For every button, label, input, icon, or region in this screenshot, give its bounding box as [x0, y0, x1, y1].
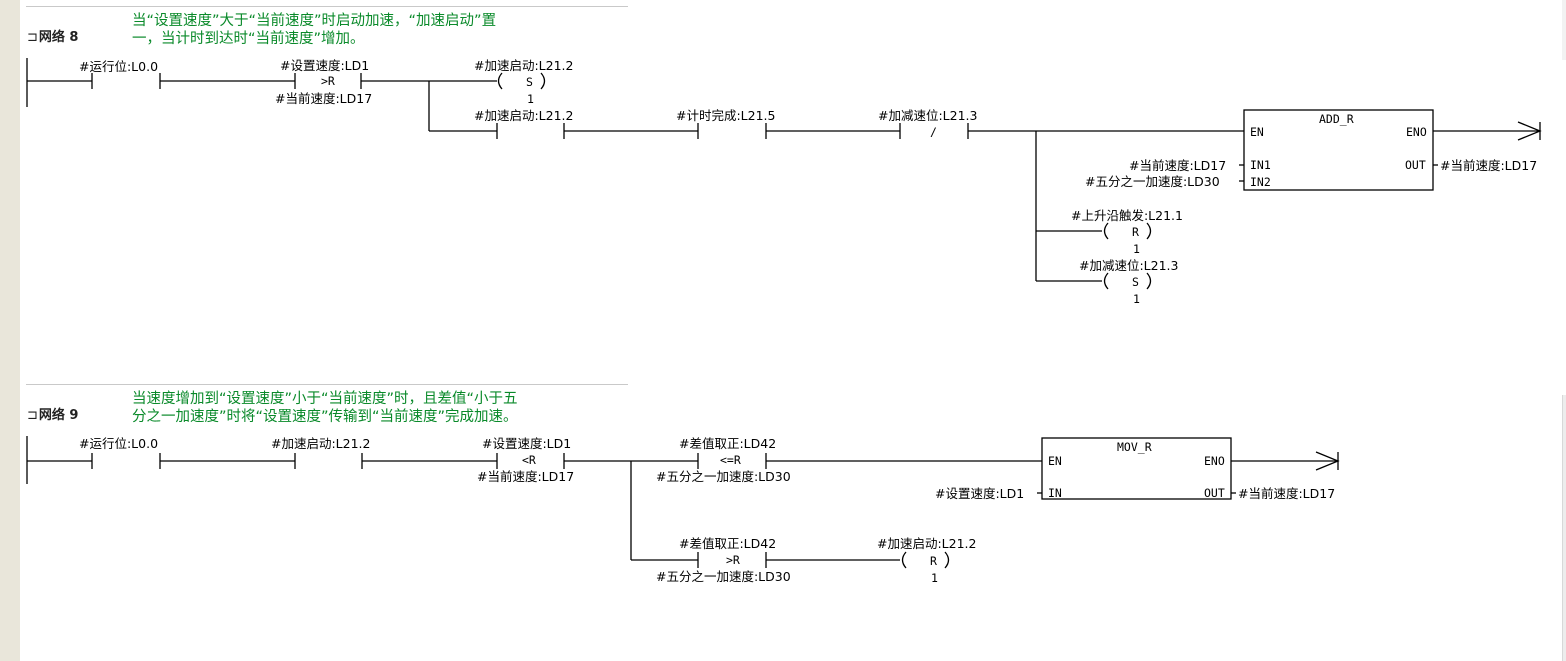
compare-bottom-operand: #五分之一加速度:LD30	[656, 469, 791, 484]
network-8-comment-line-2: 一，当计时到达时“当前速度”增加。	[132, 31, 365, 47]
compare-set-gt-current[interactable]: #设置速度:LD1 >R #当前速度:LD17	[275, 58, 372, 106]
compare-diff-gt-fifth-accel[interactable]: #差值取正:LD42 >R #五分之一加速度:LD30	[656, 536, 791, 584]
compare-bottom-operand: #当前速度:LD17	[477, 469, 574, 484]
mov-in-operand: #设置速度:LD1	[935, 486, 1024, 501]
coil-label: #加速启动:L21.2	[877, 536, 976, 551]
network-9-title[interactable]: ⊐网络 9	[27, 404, 78, 423]
coil-label: #加减速位:L21.3	[1079, 258, 1178, 273]
compare-operator: >R	[321, 74, 335, 88]
network-9-title-text: 网络 9	[38, 408, 79, 423]
compare-operator: <=R	[720, 453, 741, 467]
mov-r-block[interactable]: MOV_R EN ENO IN OUT	[1041, 437, 1232, 500]
contact-run-bit[interactable]: #运行位:L0.0	[79, 59, 161, 89]
add-r-block[interactable]: ADD_R EN ENO IN1 IN2 OUT	[1243, 109, 1434, 191]
coil-count: 1	[931, 571, 938, 585]
contact-negate-mark: /	[930, 125, 937, 139]
block-out: OUT	[1405, 158, 1426, 172]
contact-run-bit[interactable]: #运行位:L0.0	[79, 436, 161, 469]
contact-timer-done[interactable]: #计时完成:L21.5	[676, 108, 775, 139]
coil-reset-rising-edge[interactable]: #上升沿触发:L21.1 R 1	[1071, 208, 1183, 256]
block-in: IN	[1048, 486, 1062, 500]
contact-accel-start[interactable]: #加速启动:L21.2	[474, 108, 573, 139]
contact-label: #运行位:L0.0	[79, 436, 158, 451]
network-9-comment[interactable]: 当速度增加到“设置速度”小于“当前速度”时，且差值“小于五 分之一加速度”时将“…	[132, 390, 518, 426]
coil-count: 1	[1133, 292, 1140, 306]
network-8-header-rule	[26, 6, 628, 7]
compare-bottom-operand: #当前速度:LD17	[275, 91, 372, 106]
network-9-comment-line-1: 当速度增加到“设置速度”小于“当前速度”时，且差值“小于五	[132, 391, 518, 407]
collapse-icon[interactable]: ⊐	[27, 30, 38, 45]
contact-label: #加减速位:L21.3	[878, 108, 977, 123]
contact-label: #加速启动:L21.2	[271, 436, 370, 451]
block-en: EN	[1048, 454, 1062, 468]
block-eno: ENO	[1204, 454, 1225, 468]
add-in2-operand: #五分之一加速度:LD30	[1085, 174, 1220, 189]
compare-set-lt-current[interactable]: #设置速度:LD1 <R #当前速度:LD17	[477, 436, 574, 484]
coil-count: 1	[1133, 242, 1140, 256]
network-8-rungs: #运行位:L0.0 #设置速度:LD1 >R #当前速度:LD17 #加速启动:…	[26, 58, 1542, 306]
compare-operator: >R	[726, 553, 740, 567]
network-9-comment-line-2: 分之一加速度”时将“设置速度”传输到“当前速度”完成加速。	[132, 409, 518, 425]
coil-label: #加速启动:L21.2	[474, 58, 573, 73]
mov-out-operand: #当前速度:LD17	[1238, 486, 1335, 501]
vertical-scrollbar[interactable]	[1562, 395, 1566, 661]
network-8-title[interactable]: ⊐网络 8	[27, 26, 78, 45]
coil-type: R	[930, 554, 937, 568]
contact-nc-accel-decel-bit[interactable]: #加减速位:L21.3 /	[878, 108, 977, 139]
block-en: EN	[1250, 125, 1264, 139]
network-9-rungs: #运行位:L0.0 #加速启动:L21.2 #设置速度:LD1 <R #当前速度…	[26, 436, 1340, 585]
compare-diff-le-fifth-accel[interactable]: #差值取正:LD42 <=R #五分之一加速度:LD30	[656, 436, 791, 484]
compare-top-operand: #设置速度:LD1	[280, 58, 369, 73]
coil-count: 1	[527, 92, 534, 106]
block-in1: IN1	[1250, 158, 1271, 172]
coil-set-accel-decel-bit[interactable]: #加减速位:L21.3 S 1	[1079, 258, 1178, 306]
compare-top-operand: #设置速度:LD1	[482, 436, 571, 451]
add-in1-operand: #当前速度:LD17	[1129, 158, 1226, 173]
compare-top-operand: #差值取正:LD42	[679, 436, 776, 451]
left-gutter	[0, 0, 20, 661]
contact-label: #计时完成:L21.5	[676, 108, 775, 123]
coil-set-accel-start[interactable]: #加速启动:L21.2 S 1	[474, 58, 573, 106]
block-eno: ENO	[1406, 125, 1427, 139]
compare-top-operand: #差值取正:LD42	[679, 536, 776, 551]
coil-type: R	[1132, 225, 1139, 239]
network-8-comment-line-1: 当“设置速度”大于“当前速度”时启动加速，“加速启动”置	[132, 13, 497, 29]
coil-reset-accel-start[interactable]: #加速启动:L21.2 R 1	[877, 536, 976, 585]
block-in2: IN2	[1250, 175, 1271, 189]
coil-type: S	[1132, 275, 1139, 289]
contact-label: #加速启动:L21.2	[474, 108, 573, 123]
network-8-title-text: 网络 8	[38, 30, 79, 45]
contact-label: #运行位:L0.0	[79, 59, 158, 74]
compare-bottom-operand: #五分之一加速度:LD30	[656, 569, 791, 584]
scrollbar-top[interactable]	[1562, 0, 1566, 60]
block-out: OUT	[1204, 486, 1225, 500]
collapse-icon[interactable]: ⊐	[27, 408, 38, 423]
compare-operator: <R	[522, 453, 536, 467]
network-9-header-rule	[26, 384, 628, 385]
block-title: MOV_R	[1117, 440, 1152, 454]
add-out-operand: #当前速度:LD17	[1440, 158, 1537, 173]
network-8-comment[interactable]: 当“设置速度”大于“当前速度”时启动加速，“加速启动”置 一，当计时到达时“当前…	[132, 12, 496, 48]
coil-label: #上升沿触发:L21.1	[1071, 208, 1183, 223]
contact-accel-start[interactable]: #加速启动:L21.2	[271, 436, 370, 469]
coil-type: S	[526, 75, 533, 89]
block-title: ADD_R	[1319, 112, 1354, 126]
